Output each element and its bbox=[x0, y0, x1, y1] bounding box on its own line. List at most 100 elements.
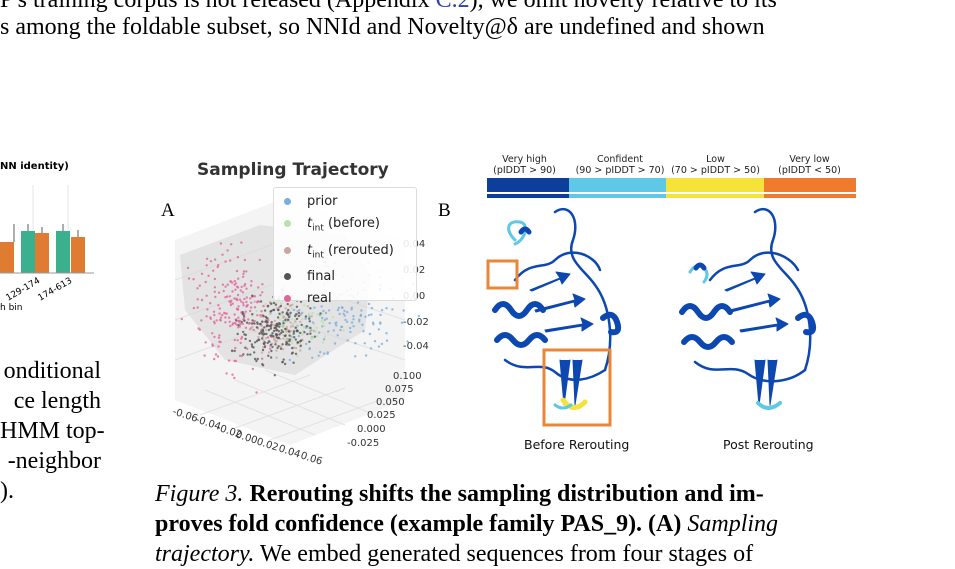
scatter-point bbox=[279, 325, 283, 328]
scatter-point bbox=[249, 353, 252, 356]
scatter-point bbox=[180, 317, 183, 321]
scatter-point bbox=[276, 316, 280, 319]
scatter-point bbox=[192, 278, 195, 281]
scatter-point bbox=[196, 298, 199, 301]
scatter-point bbox=[244, 326, 248, 329]
scatter-point bbox=[255, 339, 259, 343]
scatter-point bbox=[344, 318, 347, 322]
scatter-point bbox=[236, 256, 240, 259]
scatter-point bbox=[367, 314, 371, 317]
scatter-point bbox=[270, 349, 273, 353]
scatter-point bbox=[200, 298, 204, 302]
scatter-point bbox=[242, 270, 246, 273]
y-tick-3: 0.025 bbox=[367, 410, 396, 421]
scatter-legend: prior tint (before) tint (rerouted) fina… bbox=[273, 187, 417, 306]
scatter-point bbox=[274, 303, 278, 306]
scatter-point bbox=[319, 312, 322, 315]
scatter-point bbox=[327, 309, 331, 312]
scatter-point bbox=[282, 322, 285, 325]
bin-label-1: 174-613 bbox=[37, 276, 75, 303]
scatter-point bbox=[245, 296, 248, 299]
scatter-point bbox=[304, 317, 307, 320]
scatter-point bbox=[322, 321, 325, 324]
scatter-point bbox=[277, 308, 280, 311]
scatter-point bbox=[205, 315, 208, 318]
scatter-point bbox=[269, 327, 273, 330]
scatter-point bbox=[267, 340, 271, 343]
left-text-line-5: ). bbox=[0, 478, 14, 504]
scatter-point bbox=[242, 272, 245, 276]
scatter-point bbox=[267, 319, 270, 322]
scatter-point bbox=[237, 320, 241, 323]
scatter-point bbox=[308, 340, 311, 343]
scatter-point bbox=[275, 356, 278, 359]
scatter-point bbox=[243, 297, 246, 301]
scatter-point bbox=[321, 341, 325, 344]
scatter-point bbox=[263, 332, 266, 336]
scatter-point bbox=[253, 357, 257, 361]
legend-item-final: final bbox=[284, 266, 394, 288]
scatter-point bbox=[295, 317, 299, 321]
caption-line-2: proves fold confidence (example family P… bbox=[155, 511, 779, 537]
highlight-box-large bbox=[542, 348, 612, 427]
scatter-point bbox=[406, 340, 409, 343]
scatter-point bbox=[278, 322, 282, 326]
scatter-point bbox=[273, 326, 276, 330]
legend-item-real: real bbox=[284, 288, 394, 310]
scatter-point bbox=[290, 341, 294, 344]
scatter-point bbox=[275, 349, 278, 352]
scatter-point bbox=[315, 326, 318, 330]
scatter-point bbox=[262, 339, 265, 342]
scatter-point bbox=[301, 317, 304, 321]
scatter-point bbox=[292, 323, 295, 326]
scatter-point bbox=[272, 301, 276, 305]
scatter-point bbox=[247, 318, 250, 321]
scatter-point bbox=[233, 376, 236, 380]
appendix-link[interactable]: C.2 bbox=[435, 0, 470, 13]
scatter-point bbox=[367, 302, 371, 306]
scatter-point bbox=[340, 325, 343, 329]
scatter-point bbox=[263, 345, 267, 349]
scatter-point bbox=[377, 328, 381, 331]
scatter-point bbox=[285, 325, 288, 329]
scatter-point bbox=[284, 307, 287, 310]
scatter-point bbox=[294, 314, 297, 318]
x-tick-5: 0.04 bbox=[277, 443, 302, 460]
scatter-point bbox=[349, 330, 352, 334]
scatter-point bbox=[288, 343, 291, 346]
scatter-point bbox=[253, 322, 256, 325]
scatter-point bbox=[285, 342, 288, 346]
scatter-point bbox=[274, 343, 277, 346]
scatter-point bbox=[200, 319, 203, 322]
panel-label-b: B bbox=[438, 200, 451, 221]
scatter-point bbox=[283, 362, 287, 366]
scatter-point bbox=[230, 243, 233, 246]
scatter-point bbox=[308, 312, 311, 315]
scatter-point bbox=[261, 283, 264, 286]
scatter-point bbox=[303, 304, 306, 307]
scatter-point bbox=[290, 352, 294, 355]
scatter-point bbox=[292, 308, 296, 312]
scatter-point bbox=[289, 321, 292, 324]
scatter-point bbox=[186, 266, 190, 270]
scatter-point bbox=[287, 330, 291, 333]
scatter-point bbox=[267, 354, 270, 357]
legend-item-prior: prior bbox=[284, 191, 394, 213]
scatter-point bbox=[249, 306, 253, 309]
scatter-point bbox=[299, 320, 302, 323]
scatter-point bbox=[246, 353, 249, 356]
scatter-point bbox=[231, 290, 234, 293]
scatter-point bbox=[289, 329, 293, 333]
bar-orange-1 bbox=[35, 233, 49, 273]
scatter-point bbox=[263, 309, 267, 312]
scatter-point bbox=[321, 316, 324, 320]
scatter-point bbox=[299, 300, 303, 303]
scatter-point bbox=[261, 291, 264, 294]
scatter-point bbox=[289, 311, 292, 314]
scatter-point bbox=[364, 315, 367, 318]
scatter-point bbox=[259, 294, 262, 297]
scatter-point bbox=[295, 313, 298, 316]
scatter-point bbox=[246, 304, 249, 308]
scatter-point bbox=[309, 326, 312, 330]
scatter-point bbox=[260, 330, 263, 333]
